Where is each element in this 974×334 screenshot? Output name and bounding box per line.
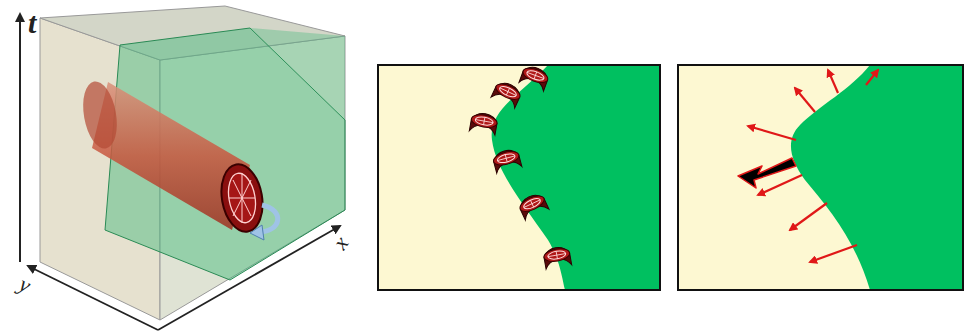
x-axis	[158, 226, 340, 330]
axis-label: x	[329, 233, 353, 254]
spacetime-cube	[40, 6, 345, 320]
front-motion-panel	[678, 65, 963, 290]
y-axis	[28, 266, 158, 330]
axis-label: t	[28, 8, 36, 38]
vortex-front-panel	[378, 64, 660, 290]
axis-label: y	[16, 273, 34, 297]
t-axis	[19, 14, 21, 262]
